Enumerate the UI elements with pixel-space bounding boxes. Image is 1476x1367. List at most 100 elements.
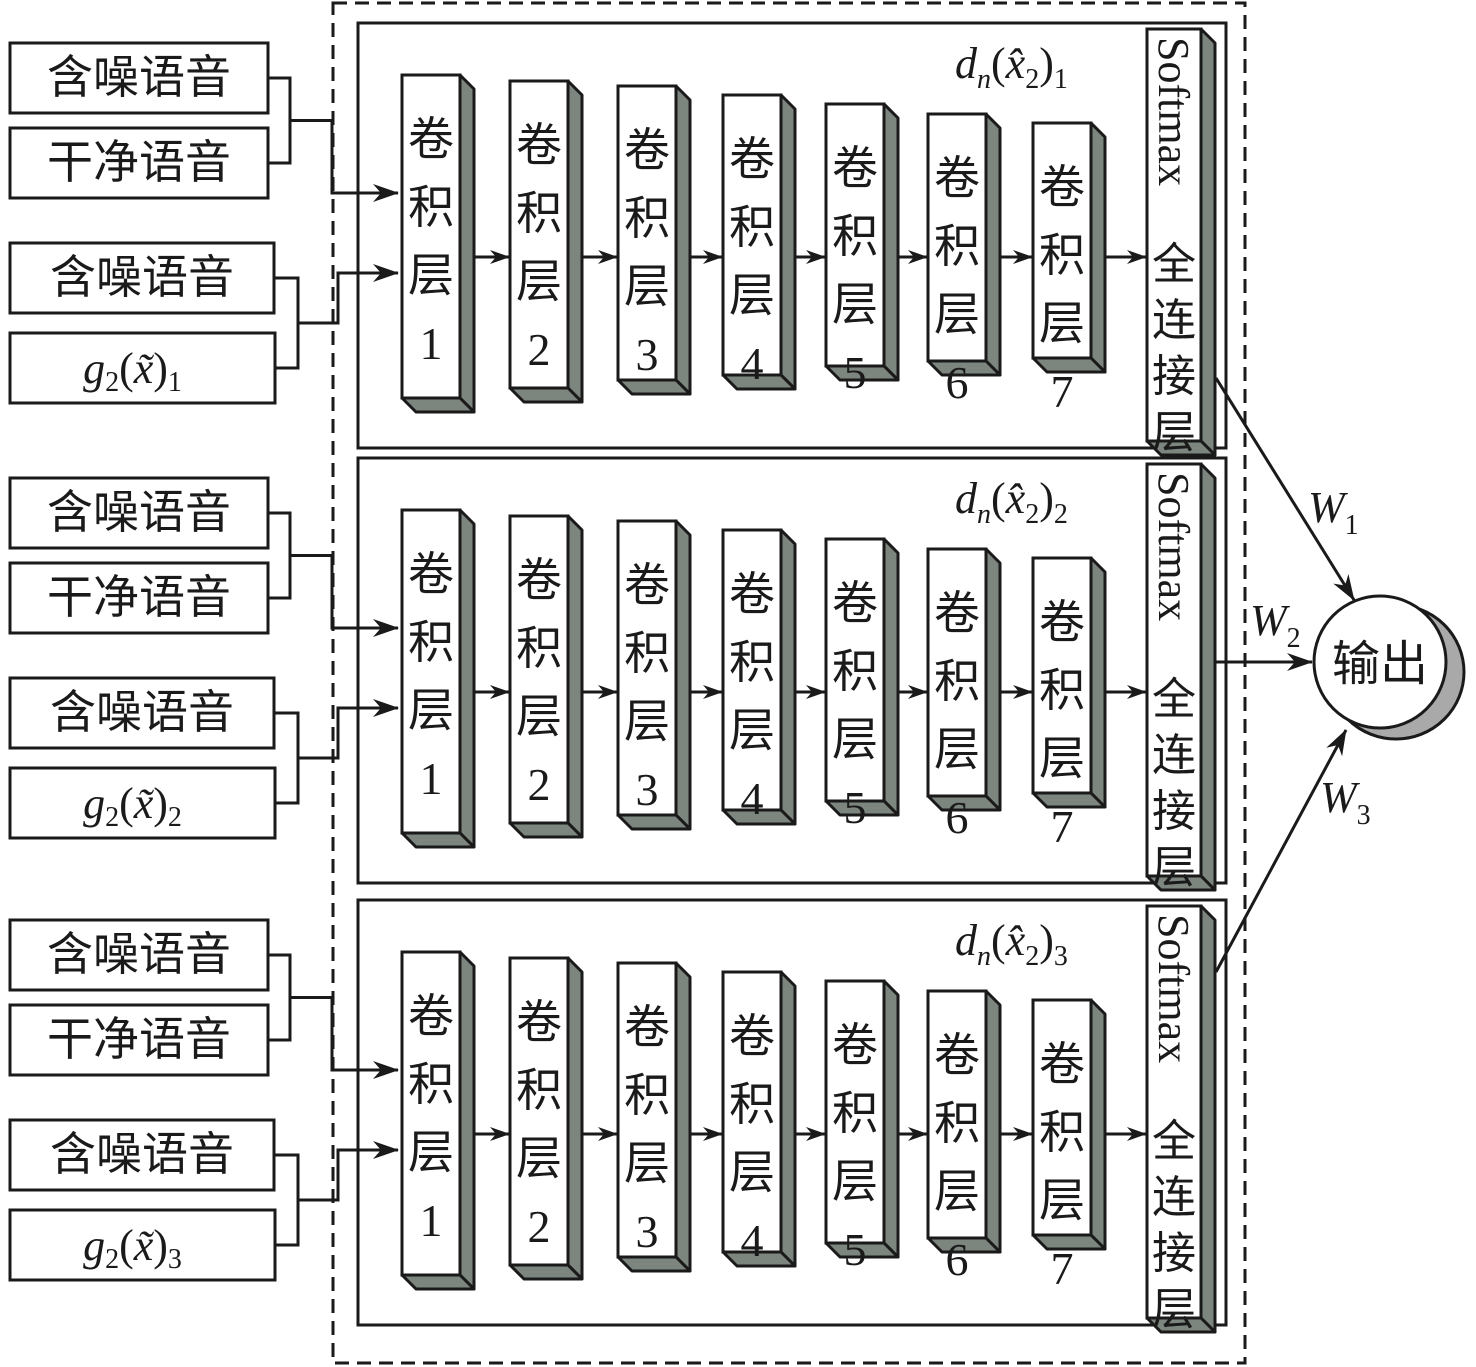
- block-face: [508, 79, 570, 390]
- conv-layer-label-char: 积: [832, 644, 878, 698]
- input-generated-speech: g2(x̃)1: [8, 331, 277, 405]
- conv-layer-label-char: 层: [408, 248, 454, 302]
- connector-real-pair: [268, 76, 398, 193]
- conv-layer-label-char: 层: [516, 254, 562, 308]
- conv-layer-label-char: 卷: [729, 1009, 775, 1063]
- block-side: [458, 508, 476, 849]
- discriminator-panel: [356, 898, 1228, 1327]
- input-box: [8, 561, 270, 635]
- block-face: [400, 73, 462, 400]
- conv-layer-label-char: 卷: [832, 576, 878, 630]
- conv-layer-number: 2: [528, 324, 551, 375]
- weight-label: W2: [1250, 596, 1301, 654]
- block-side: [779, 970, 797, 1268]
- block-side: [1089, 998, 1107, 1251]
- input-label: 干净语音: [47, 1012, 231, 1066]
- conv-layer-label-char: 卷: [1039, 1037, 1085, 1091]
- conv-layer-number: 3: [636, 764, 659, 815]
- block-bottom: [616, 813, 692, 831]
- fc-label-char: 连: [1152, 1172, 1196, 1223]
- fc-label-char: 接: [1152, 786, 1196, 837]
- conv-layer-label-char: 卷: [729, 567, 775, 621]
- generated-speech-formula: g2(x̃)1: [83, 344, 182, 398]
- fc-label-char: 接: [1152, 351, 1196, 402]
- conv-layer-label-char: 卷: [934, 1028, 980, 1082]
- conv-layer-number: 4: [741, 773, 764, 824]
- block-side: [674, 519, 692, 831]
- conv-layer-number: 1: [420, 753, 443, 804]
- input-box: [8, 241, 276, 315]
- conv-layer-label-char: 积: [934, 1096, 980, 1150]
- output-node-circle: [1312, 594, 1448, 730]
- block-face: [721, 93, 783, 377]
- input-label: 含噪语音: [47, 485, 231, 539]
- block-face: [721, 970, 783, 1254]
- weight-arrow: [1214, 377, 1356, 601]
- conv-layer-number: 7: [1051, 366, 1074, 417]
- discriminator-output-label: dn(x̂2)3: [955, 916, 1068, 972]
- discriminator-panel: [356, 21, 1228, 450]
- conv-layer-label-char: 卷: [1039, 160, 1085, 214]
- conv-layer-number: 4: [741, 338, 764, 389]
- block-bottom: [400, 396, 476, 414]
- conv-layer-number: 7: [1051, 801, 1074, 852]
- block-face: [1145, 904, 1203, 1320]
- conv-layer-label-char: 卷: [624, 1000, 670, 1054]
- input-box: [8, 1208, 277, 1282]
- conv-layer-label-char: 积: [624, 626, 670, 680]
- weight-edge-3: W3: [1214, 729, 1371, 973]
- block-bottom: [616, 378, 692, 396]
- conv-layer-label-char: 积: [832, 1086, 878, 1140]
- conv-layer-number: 2: [528, 1201, 551, 1252]
- conv-layer-label-char: 积: [516, 1063, 562, 1117]
- softmax-label: Softmax: [1149, 472, 1198, 621]
- conv-layer-label-char: 卷: [934, 151, 980, 205]
- block-face: [926, 989, 988, 1240]
- conv-layer-label-char: 层: [729, 1145, 775, 1199]
- branches-layer: 含噪语音干净语音含噪语音g2(x̃)1卷积层1卷积层2卷积层3卷积层4卷积层5卷…: [8, 21, 1228, 1335]
- generated-speech-formula: g2(x̃)3: [83, 1221, 182, 1275]
- block-face: [824, 537, 886, 803]
- block-bottom: [616, 1255, 692, 1273]
- discriminator-branch-1: 含噪语音干净语音含噪语音g2(x̃)1卷积层1卷积层2卷积层3卷积层4卷积层5卷…: [8, 21, 1228, 458]
- conv-layer-label-char: 积: [729, 635, 775, 689]
- conv-layer-label-char: 卷: [624, 123, 670, 177]
- input-generated-speech: g2(x̃)2: [8, 766, 277, 840]
- output-label: 输出: [1332, 636, 1428, 692]
- conv-layer-label-char: 层: [624, 1136, 670, 1190]
- block-side: [984, 989, 1002, 1254]
- conv-layer-label-char: 层: [624, 259, 670, 313]
- block-side: [1199, 904, 1217, 1334]
- conv-layer-label-char: 卷: [624, 558, 670, 612]
- block-face: [1145, 27, 1203, 443]
- block-face: [1031, 121, 1093, 360]
- input-label: 含噪语音: [50, 1127, 234, 1181]
- block-side: [1199, 27, 1217, 457]
- block-face: [824, 979, 886, 1245]
- block-side: [1089, 556, 1107, 809]
- input-box: [8, 331, 277, 405]
- conv-layer-label-char: 积: [408, 615, 454, 669]
- output-node: 输出: [1312, 594, 1466, 741]
- conv-layer-3: 卷积层 3: [616, 519, 692, 831]
- conv-layer-number: 6: [946, 357, 969, 408]
- block-bottom: [508, 821, 584, 839]
- fc-label-char: 全: [1152, 674, 1196, 725]
- conv-layer-label-char: 层: [408, 1125, 454, 1179]
- input-box: [8, 766, 277, 840]
- input-noisy-speech: 含噪语音: [8, 1118, 276, 1192]
- conv-layer-label-char: 层: [1039, 1173, 1085, 1227]
- conv-layer-label-char: 层: [624, 694, 670, 748]
- connector-fake-pair: [274, 1150, 398, 1247]
